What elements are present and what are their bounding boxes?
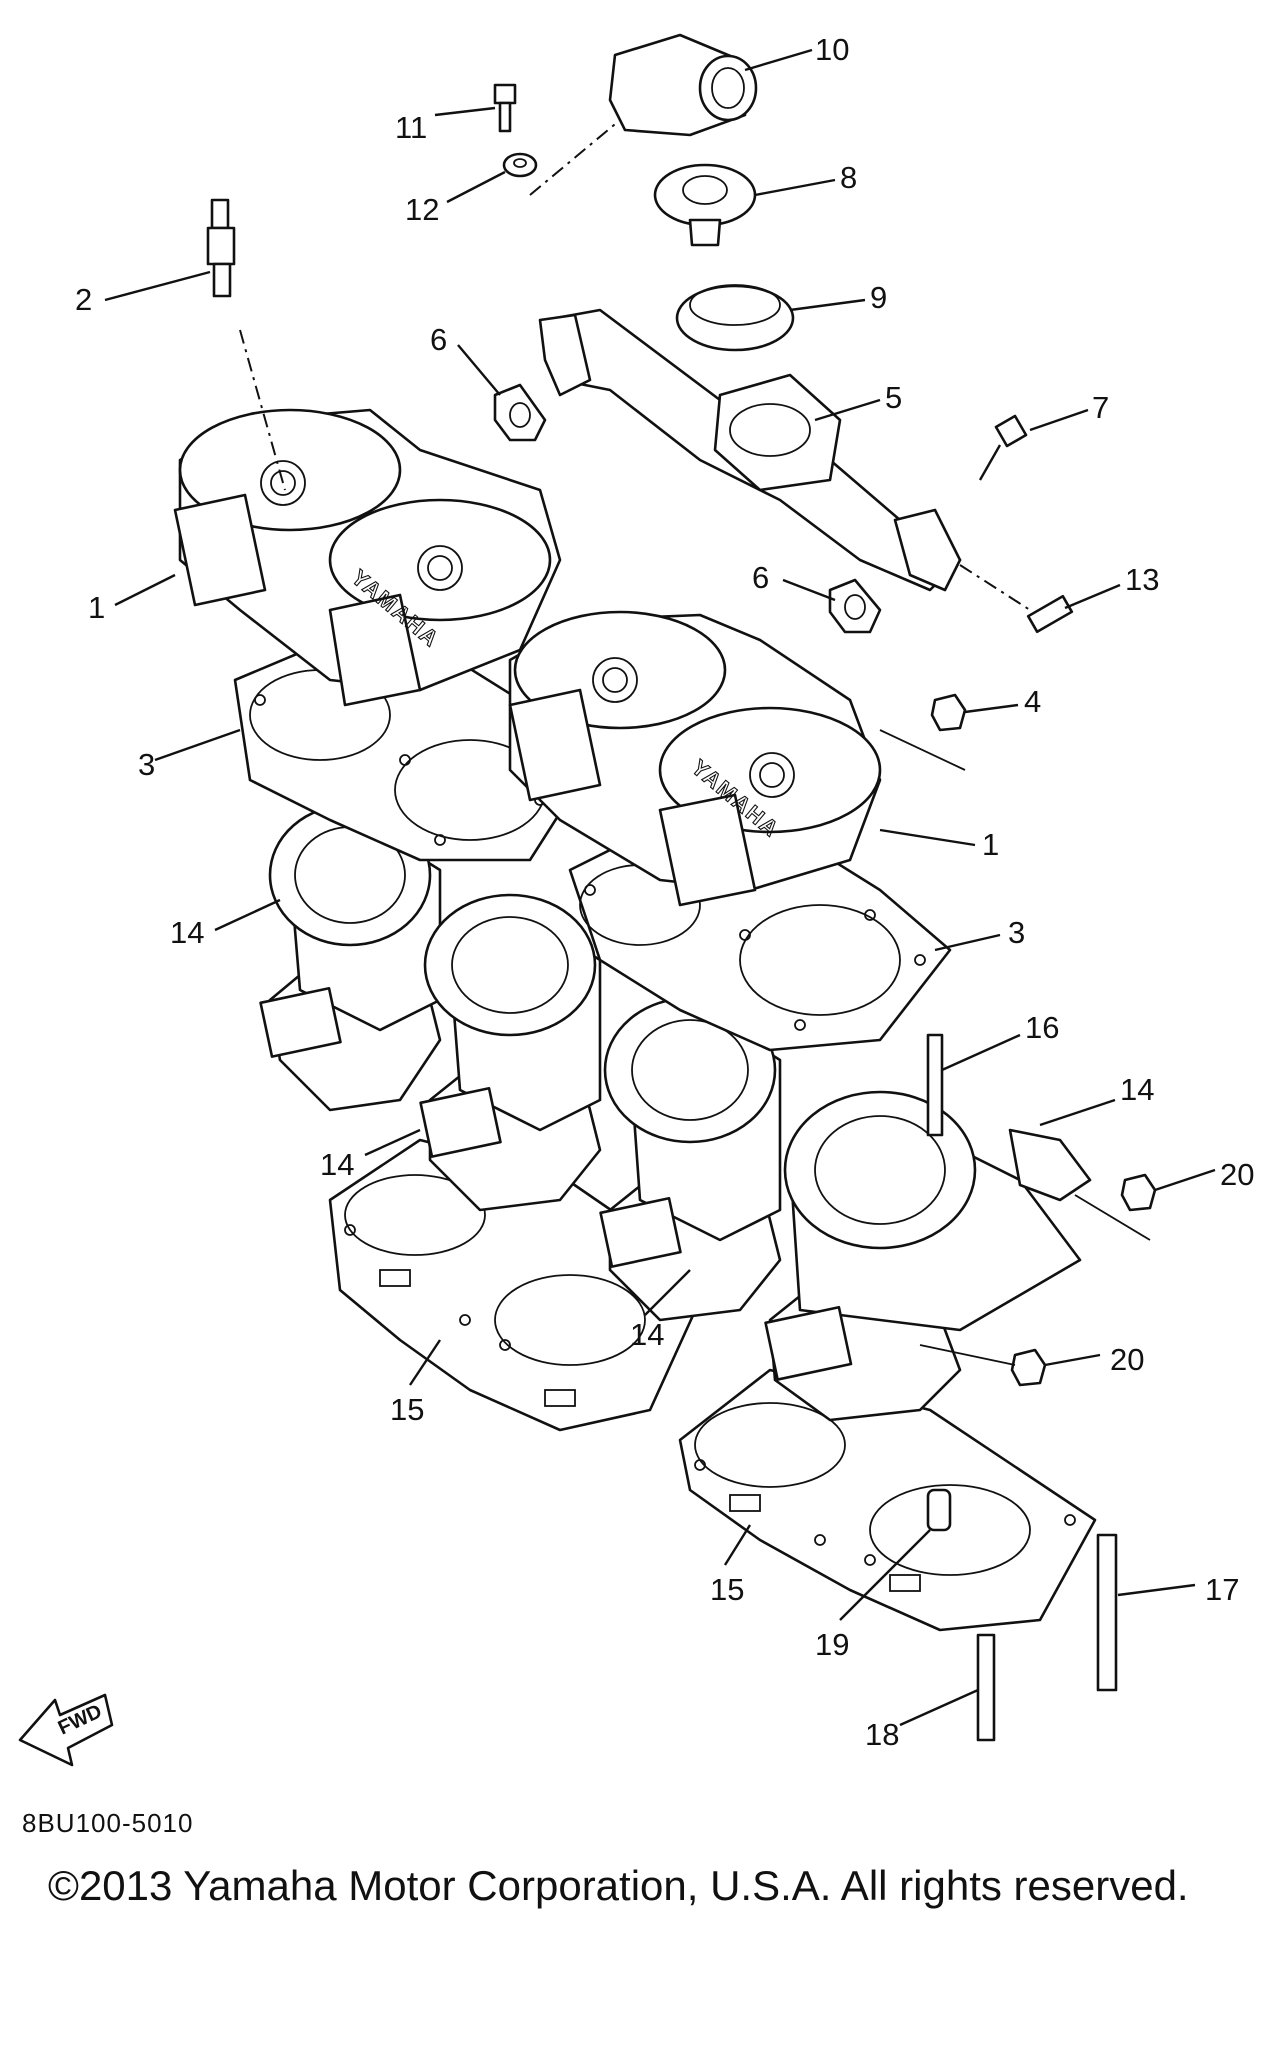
callout-14-lower-left: 14 <box>320 1147 354 1182</box>
callout-20-lower: 20 <box>1110 1342 1144 1377</box>
leader-lines <box>104 48 1216 1727</box>
callout-14-right: 14 <box>1120 1072 1154 1107</box>
diagram-code: 8BU100-5010 <box>22 1808 194 1838</box>
callout-1-right: 1 <box>982 827 999 862</box>
callout-3-left: 3 <box>138 747 155 782</box>
nut-20-lower <box>919 1344 1047 1387</box>
callout-3-right: 3 <box>1008 915 1025 950</box>
callout-19: 19 <box>815 1627 849 1662</box>
callout-18: 18 <box>865 1717 899 1752</box>
callout-16: 16 <box>1025 1010 1059 1045</box>
callout-6-upper: 6 <box>430 322 447 357</box>
callout-6-lower: 6 <box>752 560 769 595</box>
bolt-7 <box>978 414 1028 481</box>
water-manifold <box>538 308 962 592</box>
callout-15-right: 15 <box>710 1572 744 1607</box>
callout-14-left: 14 <box>170 915 204 950</box>
thermostat-seal <box>675 284 795 352</box>
cylinder-head-right: YAMAHA <box>508 610 882 907</box>
callout-11: 11 <box>395 110 427 145</box>
callout-9: 9 <box>870 280 887 315</box>
cylinder-block-2 <box>419 893 602 1212</box>
fitting-13 <box>959 564 1074 634</box>
callout-20-upper: 20 <box>1220 1157 1254 1192</box>
nut-4 <box>879 693 967 771</box>
forward-arrow-icon: FWD <box>18 1693 114 1767</box>
cylinder-head-left: YAMAHA <box>173 408 562 707</box>
cylinder-block-1 <box>259 803 442 1112</box>
callout-8: 8 <box>840 160 857 195</box>
callout-1-left: 1 <box>88 590 105 625</box>
callout-12: 12 <box>405 192 439 227</box>
callout-14-center: 14 <box>630 1317 664 1352</box>
gasket-small-lower <box>828 578 882 634</box>
callout-2: 2 <box>75 282 92 317</box>
callout-13: 13 <box>1125 562 1159 597</box>
callout-15-left: 15 <box>390 1392 424 1427</box>
callout-labels: 11 12 10 8 9 2 6 5 7 6 13 4 1 3 1 14 3 1… <box>75 32 1254 1752</box>
callout-4: 4 <box>1024 684 1041 719</box>
thermostat <box>653 163 757 247</box>
thermostat-cover <box>608 33 758 137</box>
gasket-small-upper <box>493 383 547 442</box>
stud-18 <box>976 1633 996 1742</box>
washer-12 <box>502 152 538 178</box>
cylinder-block-3 <box>599 996 782 1322</box>
exploded-cylinder-diagram: YAMAHA YAMAHA <box>18 32 1254 1767</box>
stud-16 <box>926 1033 944 1137</box>
cylinder-block-4 <box>764 1090 1092 1422</box>
bolt-11 <box>493 83 517 133</box>
callout-5: 5 <box>885 380 902 415</box>
stud-17 <box>1096 1533 1118 1692</box>
callout-10: 10 <box>815 32 849 67</box>
spark-plug <box>206 198 286 491</box>
callout-17: 17 <box>1205 1572 1239 1607</box>
nut-20-upper <box>1074 1173 1157 1241</box>
dowel-19 <box>926 1488 952 1532</box>
copyright-notice: ©2013 Yamaha Motor Corporation, U.S.A. A… <box>48 1862 1189 1909</box>
callout-7: 7 <box>1092 390 1109 425</box>
